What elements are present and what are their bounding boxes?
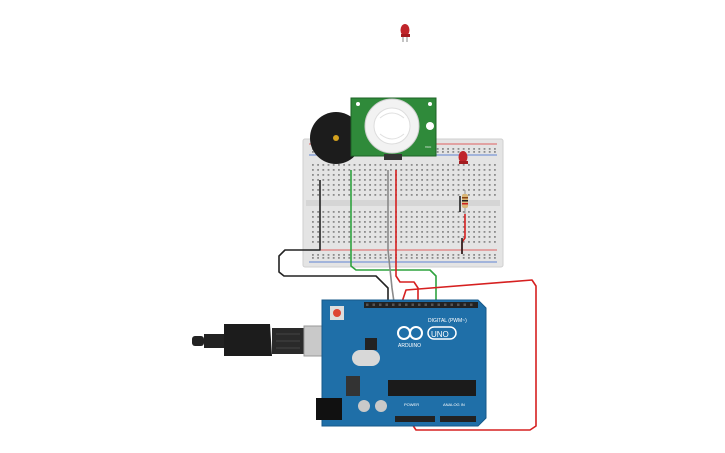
model-label: UNO: [431, 330, 449, 339]
wire-black-gnd: [278, 180, 389, 302]
wire-gray-pir: [387, 170, 395, 303]
pir-sensor[interactable]: VCC: [350, 97, 437, 160]
arduino-logo: UNO ARDUINO: [397, 326, 457, 349]
led-icon: [400, 24, 410, 36]
usb-cable-icon: [192, 336, 204, 346]
usb-cable[interactable]: [192, 324, 339, 357]
resistor[interactable]: [462, 190, 468, 214]
wire-red-power: [401, 279, 537, 431]
arduino-uno[interactable]: DIGITAL (PWM~) UNO ARDUINO POWER ANALOG …: [316, 299, 487, 427]
led-icon: [458, 151, 468, 163]
piezo-buzzer[interactable]: [310, 112, 362, 164]
analog-header[interactable]: [440, 416, 476, 422]
wire-green-pir-out: [350, 170, 437, 302]
digital-pins: [366, 303, 473, 306]
digital-header[interactable]: [364, 302, 478, 308]
wire-red-pir-vcc: [395, 170, 419, 302]
brand-label: ARDUINO: [398, 343, 421, 349]
digital-label: DIGITAL (PWM~): [428, 318, 467, 324]
atmega-chip: [388, 380, 476, 396]
power-header[interactable]: [395, 416, 435, 422]
wires: [278, 170, 537, 431]
breadboard[interactable]: [302, 138, 504, 268]
analog-label: ANALOG IN: [443, 402, 465, 407]
led-on-breadboard[interactable]: [458, 151, 469, 164]
led-floating[interactable]: [400, 24, 411, 42]
power-label: POWER: [404, 402, 419, 407]
pir-pin-vcc-label: VCC: [425, 145, 432, 149]
